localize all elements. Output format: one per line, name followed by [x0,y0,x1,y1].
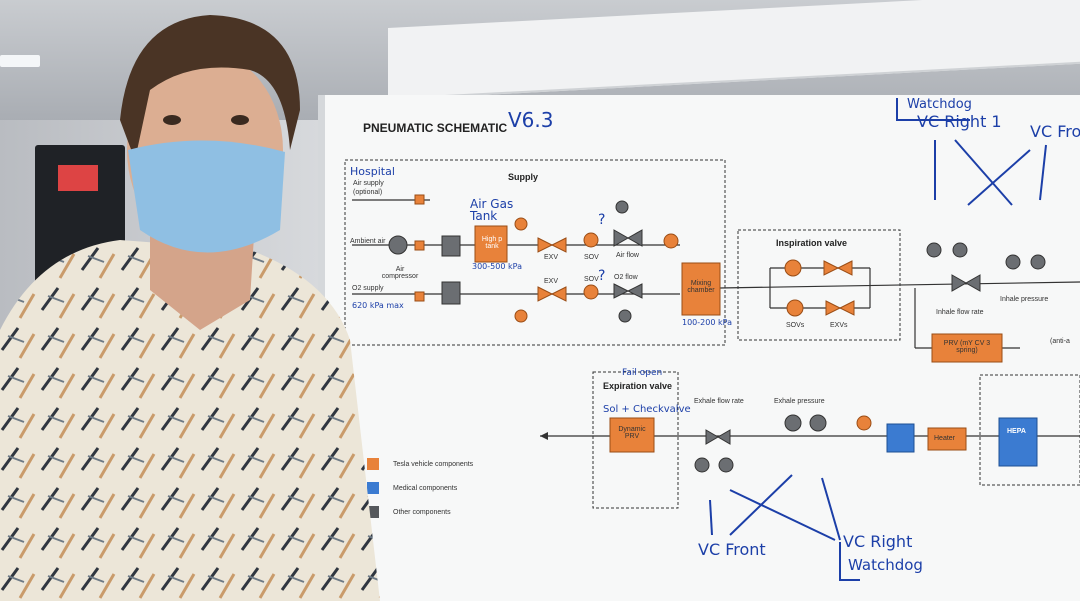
background-logo [58,165,98,191]
hw-mixing-range: 100-200 kPa [682,318,732,327]
inspiration-title: Inspiration valve [776,238,848,248]
version-handwriting: V6.3 [508,108,554,132]
label-exhale-pressure: Exhale pressure [774,398,825,405]
hw-watchdog-top: Watchdog [907,97,972,112]
label-exv-air: EXV [544,254,559,261]
label-dynamic-prv: Dynamic PRV [618,426,646,440]
hw-air-gas-tank: Air Gas Tank [470,197,514,223]
hw-vc-right-bottom: VC Right [843,532,913,551]
label-anti: (anti-a [1050,338,1070,345]
legend-tesla: Tesla vehicle components [393,461,474,468]
presenter [0,15,380,601]
legend-other: Other components [393,509,451,516]
legend-swatch-medical [367,482,379,494]
schematic-title: PNEUMATIC SCHEMATIC [363,121,508,135]
expiration-box [592,371,679,509]
dynamic-prv [609,417,655,453]
label-ambient-air: Ambient air [350,238,386,245]
hw-vc-front-top: VC Front [1030,122,1080,141]
label-exvs: EXVs [830,322,848,329]
supply-title: Supply [508,172,539,182]
expiration-title: Expiration valve [603,381,673,391]
hw-vc-front-bottom: VC Front [698,540,766,559]
label-sov-o2: SOV [584,276,599,283]
label-o2-flow: O2 flow [614,274,638,281]
hw-tank-range: 300-500 kPa [472,262,522,271]
legend-swatch-tesla [367,458,379,470]
hepa-filter [998,417,1038,467]
label-hepa: HEPA [1007,428,1026,435]
hw-sol-checkvalve: Sol + Checkvalve [603,404,691,415]
mixing-chamber [681,262,721,316]
prv-box [931,333,1003,363]
label-sov-air: SOV [584,254,599,261]
label-mixing-chamber: Mixing chamber [687,280,715,294]
label-prv: PRV (mY CV 3 spring) [943,340,991,354]
label-air-compressor: Air compressor [381,266,419,280]
supply-box [344,159,726,346]
label-inhale-flow-rate: Inhale flow rate [936,309,984,316]
label-heater: Heater [934,435,956,442]
label-air-flow: Air flow [616,252,639,259]
label-air-supply: Air supply [353,180,384,187]
hw-hospital: Hospital [350,165,395,178]
label-exhale-flow-rate: Exhale flow rate [694,398,744,405]
hw-question-2: ? [598,268,606,284]
label-exv-o2: EXV [544,278,559,285]
hw-fail-open: Fail open [622,368,663,378]
label-o2-supply: O2 supply [352,285,384,292]
medical-box [979,374,1080,486]
ceiling-light [0,55,40,67]
label-sovs: SOVs [786,322,805,329]
legend-medical: Medical components [393,485,458,492]
face-mask [128,140,285,253]
high-p-tank [474,225,508,263]
label-air-supply-sub: (optional) [353,189,383,196]
hw-vc-right-top: VC Right 1 [917,112,1002,131]
hw-o2-pressure: 620 kPa max [352,301,404,310]
hw-watchdog-bottom: Watchdog [848,556,923,574]
label-inhale-pressure: Inhale pressure [1000,296,1049,303]
label-high-p-tank: High p tank [481,236,503,250]
hw-question-1: ? [598,212,606,228]
